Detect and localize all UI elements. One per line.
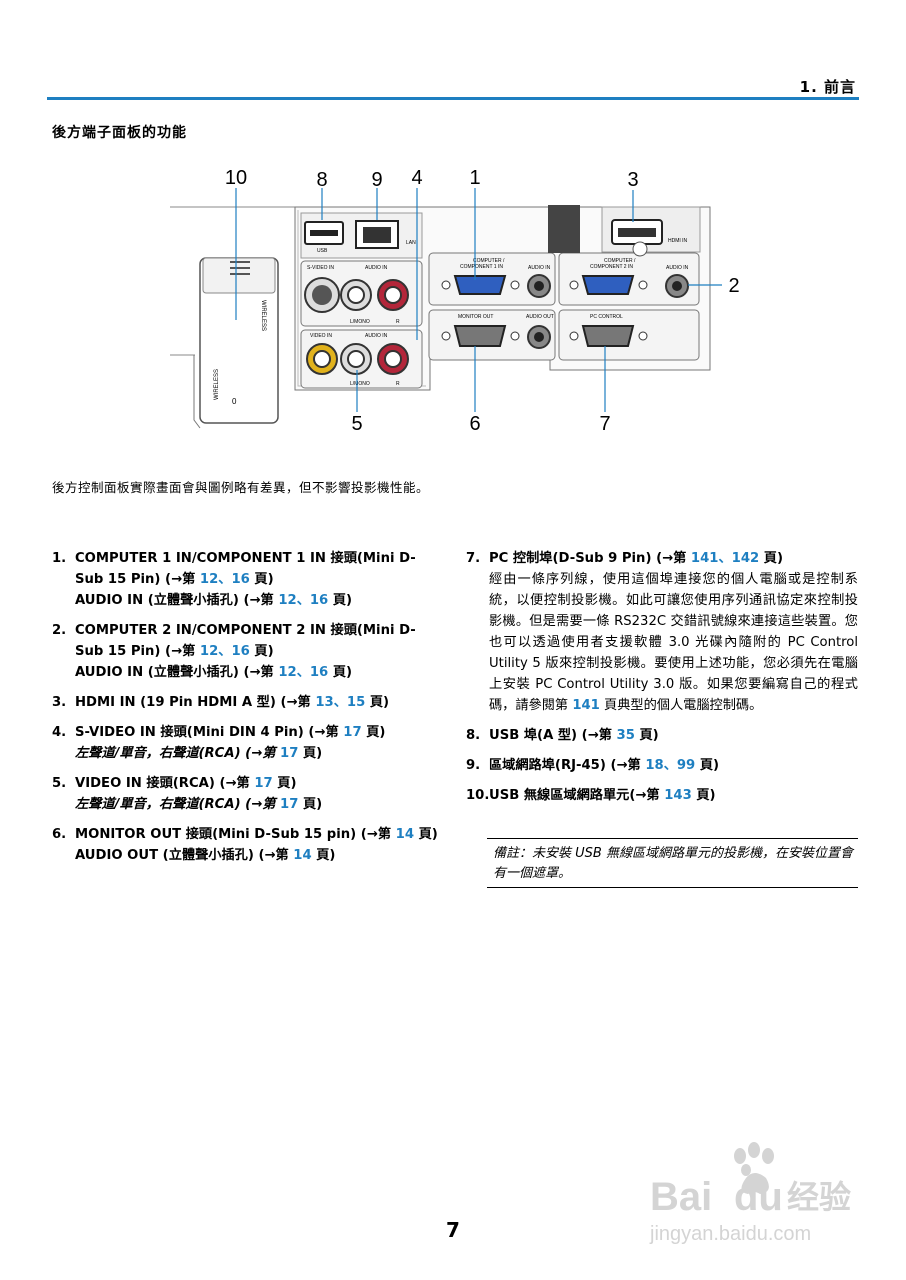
svg-text:COMPONENT 2 IN: COMPONENT 2 IN: [590, 264, 633, 270]
list-item-9: 9. 區域網路埠(RJ-45) (→第 18、99 頁): [466, 758, 720, 773]
list-item-1: 1. COMPUTER 1 IN/COMPONENT 1 IN 接頭(Mini …: [52, 551, 416, 608]
feature-list-left: 1. COMPUTER 1 IN/COMPONENT 1 IN 接頭(Mini …: [52, 548, 442, 875]
page-link[interactable]: 17: [254, 776, 273, 791]
svg-text:AUDIO IN: AUDIO IN: [365, 333, 388, 339]
page-link[interactable]: 35: [616, 728, 635, 743]
callout-3: 3: [627, 169, 638, 191]
callout-5: 5: [351, 413, 362, 435]
list-item-6: 6. MONITOR OUT 接頭(Mini D-Sub 15 pin) (→第…: [52, 827, 438, 863]
page-link[interactable]: 141: [572, 698, 600, 713]
list-item-5: 5. VIDEO IN 接頭(RCA) (→第 17 頁) 左聲道/單音，右聲道…: [52, 776, 323, 812]
page-link[interactable]: 17: [343, 725, 362, 740]
section-title: 後方端子面板的功能: [52, 125, 187, 141]
page-link[interactable]: 13: [315, 695, 334, 710]
page-link[interactable]: 12: [199, 572, 219, 587]
page-link[interactable]: 15: [346, 695, 366, 710]
page-link[interactable]: 14: [293, 848, 312, 863]
watermark-url: jingyan.baidu.com: [649, 1223, 811, 1245]
svg-text:COMPUTER /: COMPUTER /: [473, 258, 505, 264]
page-link[interactable]: 12: [278, 665, 297, 680]
page-link[interactable]: 99: [676, 758, 696, 773]
svg-text:AUDIO IN: AUDIO IN: [528, 265, 551, 271]
watermark-brand-2: du: [734, 1175, 783, 1219]
wireless-label-bottom: WIRELESS: [214, 369, 220, 400]
list-item-2: 2. COMPUTER 2 IN/COMPONENT 2 IN 接頭(Mini …: [52, 623, 416, 680]
callout-10: 10: [225, 167, 247, 189]
figure-caption: 後方控制面板實際畫面會與圖例略有差異，但不影響投影機性能。: [52, 480, 430, 495]
list-item-8: 8. USB 埠(A 型) (→第 35 頁): [466, 728, 659, 743]
svg-text:COMPUTER /: COMPUTER /: [604, 258, 636, 264]
page-link[interactable]: 16: [309, 665, 329, 680]
svg-text:MONITOR OUT: MONITOR OUT: [458, 314, 493, 320]
page-link[interactable]: 16: [231, 644, 250, 659]
page-link[interactable]: 12: [199, 644, 219, 659]
callout-2: 2: [728, 275, 739, 297]
svg-text:LAN: LAN: [406, 240, 416, 246]
callout-8: 8: [316, 169, 327, 191]
list-item-7: 7. PC 控制埠(D-Sub 9 Pin) (→第 141、142 頁) 經由…: [466, 551, 858, 713]
rear-panel-figure: HDMI IN WIRELESS WIRELESS 0 USB LAN S-VI…: [170, 160, 745, 445]
feature-list-right: 7. PC 控制埠(D-Sub 9 Pin) (→第 141、142 頁) 經由…: [466, 548, 858, 815]
svg-text:AUDIO OUT: AUDIO OUT: [526, 314, 554, 320]
callout-4: 4: [411, 167, 422, 189]
svg-text:USB: USB: [317, 248, 328, 254]
svg-text:HDMI IN: HDMI IN: [668, 238, 688, 244]
chapter-header: 1. 前言: [799, 78, 856, 96]
svg-text:L/MONO: L/MONO: [350, 319, 370, 325]
page-link[interactable]: 16: [309, 593, 329, 608]
page-link[interactable]: 17: [280, 797, 299, 812]
callout-7: 7: [599, 413, 610, 435]
baidu-watermark: Bai du 经验 jingyan.baidu.com: [642, 1142, 872, 1252]
rear-panel-drawing: HDMI IN WIRELESS WIRELESS 0 USB LAN S-VI…: [170, 167, 740, 435]
svg-text:L/MONO: L/MONO: [350, 381, 370, 387]
svg-text:VIDEO IN: VIDEO IN: [310, 333, 332, 339]
page-link[interactable]: 12: [278, 593, 297, 608]
svg-text:AUDIO IN: AUDIO IN: [666, 265, 689, 271]
svg-text:R: R: [396, 381, 400, 387]
watermark-cn: 经验: [787, 1178, 851, 1216]
svg-text:R: R: [396, 319, 400, 325]
svg-text:COMPONENT 1 IN: COMPONENT 1 IN: [460, 264, 503, 270]
wireless-label-top: WIRELESS: [260, 300, 266, 331]
svg-text:S-VIDEO IN: S-VIDEO IN: [307, 265, 334, 271]
page-link[interactable]: 16: [231, 572, 250, 587]
page-link[interactable]: 14: [395, 827, 414, 842]
callout-1: 1: [469, 167, 480, 189]
page-link[interactable]: 143: [664, 788, 692, 803]
watermark-brand: Bai: [650, 1175, 712, 1219]
wireless-zero: 0: [232, 397, 237, 406]
header-rule: [47, 97, 859, 100]
page-link[interactable]: 141: [690, 551, 719, 566]
page-number: 7: [446, 1218, 460, 1242]
callout-9: 9: [371, 169, 382, 191]
page-link[interactable]: 18: [645, 758, 664, 773]
list-item-10: 10. USB 無線區域網路單元(→第 143 頁): [466, 788, 716, 803]
svg-text:PC CONTROL: PC CONTROL: [590, 314, 623, 320]
list-item-4: 4. S-VIDEO IN 接頭(Mini DIN 4 Pin) (→第 17 …: [52, 725, 386, 761]
note-box: 備註：未安裝 USB 無線區域網路單元的投影機，在安裝位置會有一個遮罩。: [487, 838, 858, 888]
page-link[interactable]: 17: [280, 746, 299, 761]
svg-text:AUDIO IN: AUDIO IN: [365, 265, 388, 271]
list-item-3: 3. HDMI IN (19 Pin HDMI A 型) (→第 13、15 頁…: [52, 695, 390, 710]
callout-6: 6: [469, 413, 480, 435]
page-link[interactable]: 142: [731, 551, 760, 566]
